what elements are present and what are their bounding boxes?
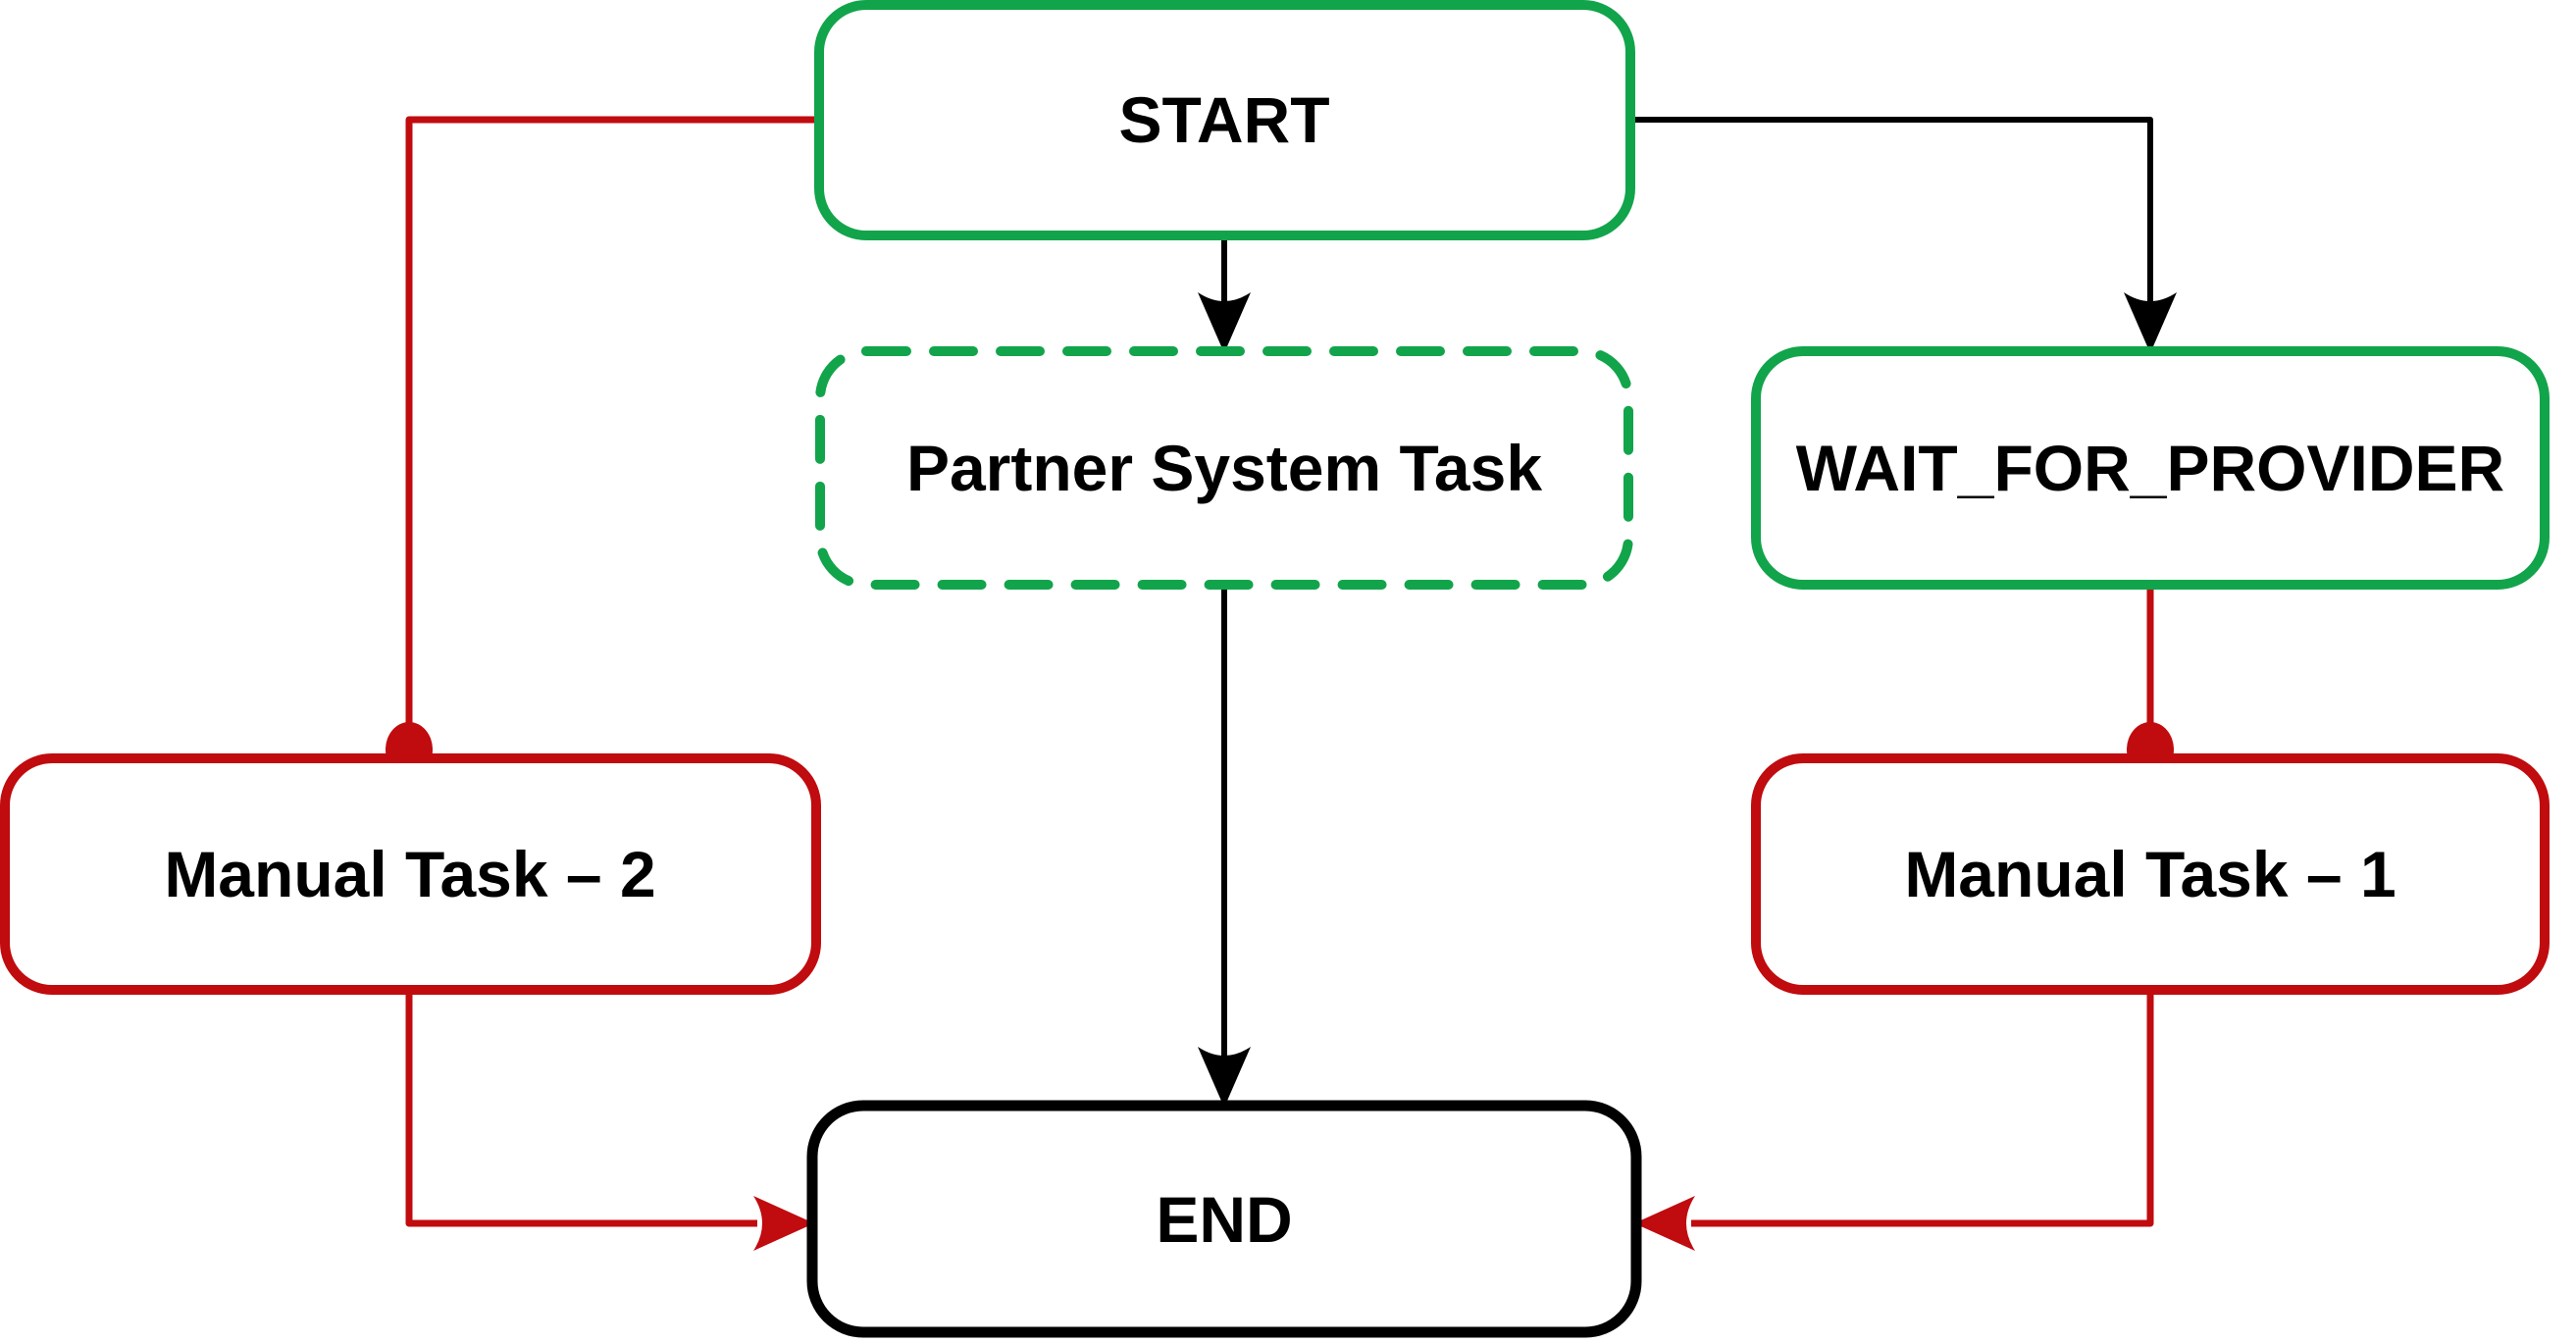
node-end-label: END [1156, 1183, 1292, 1256]
node-end[interactable]: END [806, 1100, 1642, 1338]
node-wait-for-provider[interactable]: WAIT_FOR_PROVIDER [1751, 346, 2550, 590]
arrowhead-down-icon [2124, 292, 2177, 353]
arrowhead-down-icon [1198, 292, 1251, 353]
node-start-label: START [1118, 83, 1329, 156]
edge-start-to-partner [1198, 235, 1251, 353]
node-manual2-shape[interactable] [0, 753, 821, 995]
edge-manual2-to-end [405, 990, 814, 1251]
node-partner-label: Partner System Task [906, 432, 1542, 504]
edge-start-to-manual2 [386, 116, 819, 777]
edge-line [1691, 990, 2154, 1227]
edge-partner-to-end [1198, 585, 1251, 1108]
arrowhead-left-icon [1634, 1196, 1695, 1251]
node-end-shape[interactable] [806, 1100, 1642, 1338]
node-manual1-shape[interactable] [1751, 753, 2550, 995]
node-wait-label: WAIT_FOR_PROVIDER [1796, 432, 2504, 504]
arrowhead-down-icon [1198, 1047, 1251, 1108]
edge-wait-to-manual1 [2127, 585, 2174, 777]
node-manual-task-1[interactable]: Manual Task – 1 [1751, 753, 2550, 995]
edge-line [405, 116, 819, 734]
node-manual1-label: Manual Task – 1 [1904, 838, 2396, 910]
edge-start-to-wait [1630, 117, 2177, 353]
node-partner-shape[interactable] [815, 346, 1633, 590]
arrowhead-right-icon [753, 1196, 814, 1251]
node-partner-system-task[interactable]: Partner System Task [815, 346, 1633, 590]
node-manual2-label: Manual Task – 2 [164, 838, 655, 910]
edge-manual1-to-end [1634, 990, 2154, 1251]
node-manual-task-2[interactable]: Manual Task – 2 [0, 753, 821, 995]
node-start-shape[interactable] [814, 0, 1635, 240]
node-wait-shape[interactable] [1751, 346, 2550, 590]
node-start[interactable]: START [814, 0, 1635, 240]
edge-line [1630, 117, 2153, 316]
edge-line [405, 990, 757, 1227]
